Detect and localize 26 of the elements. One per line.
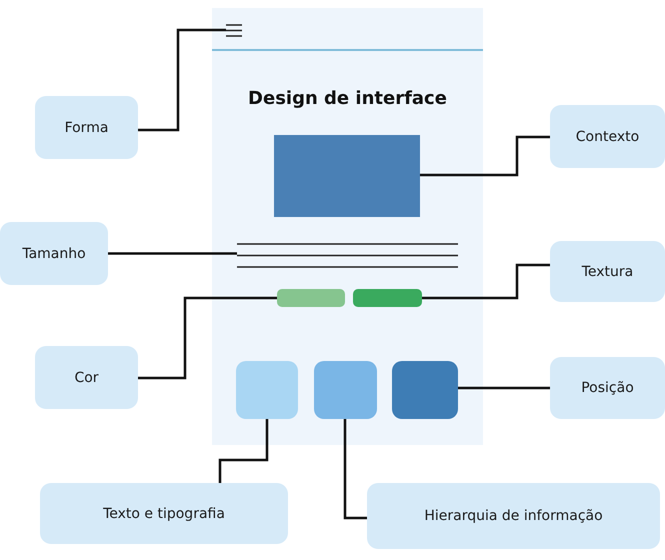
- image-placeholder: [274, 135, 420, 217]
- callout-box: Tamanho: [0, 222, 108, 285]
- leader-line: [422, 264, 550, 300]
- tile: [392, 361, 458, 419]
- callout-box: Cor: [35, 346, 138, 409]
- tile: [314, 361, 377, 419]
- callout-box: Contexto: [550, 105, 665, 168]
- leader-line: [138, 28, 226, 132]
- leader-line: [420, 136, 550, 176]
- leader-line: [108, 252, 237, 255]
- callout-box: Hierarquia de informação: [367, 483, 660, 549]
- callout-box: Posição: [550, 357, 665, 419]
- leader-line: [344, 419, 367, 520]
- callout-box: Textura: [550, 241, 665, 302]
- callout-box: Texto e tipografia: [40, 483, 288, 544]
- pill-button: [353, 289, 422, 307]
- pill-button: [277, 289, 345, 307]
- phone-screen: [212, 8, 483, 445]
- callout-box: Forma: [35, 96, 138, 159]
- text-lines: [237, 243, 458, 271]
- tile: [236, 361, 298, 419]
- menu-icon: [226, 24, 242, 37]
- heading: Design de interface: [247, 88, 448, 109]
- leader-line: [138, 296, 277, 380]
- leader-line: [458, 386, 550, 390]
- leader-line: [218, 419, 268, 483]
